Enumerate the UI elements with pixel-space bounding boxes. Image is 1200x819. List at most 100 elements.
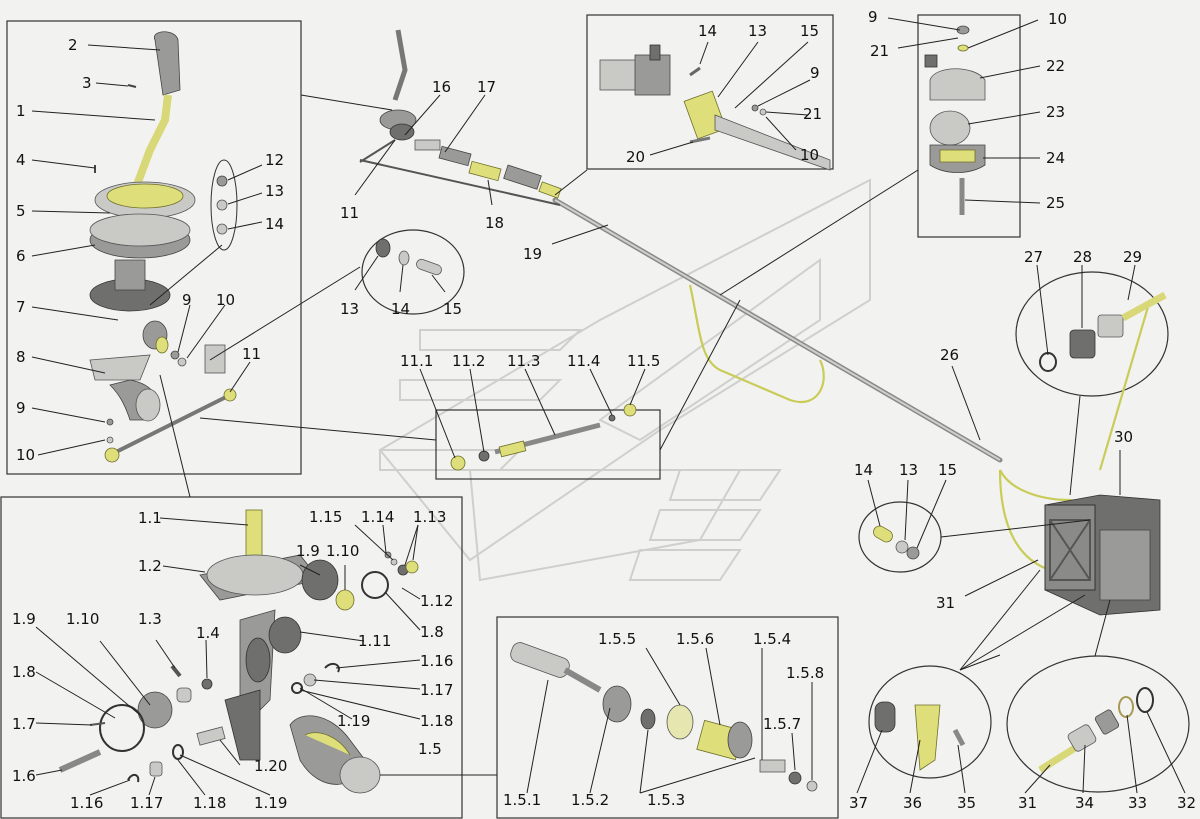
label-11-4: 11.4 (567, 352, 600, 370)
label-1-5-5: 1.5.5 (598, 630, 636, 648)
union-parts (1038, 687, 1154, 773)
label-11-2: 11.2 (452, 352, 485, 370)
label-14-ellipse: 14 (391, 300, 410, 318)
shift-assembly-top (359, 29, 562, 199)
label-27: 27 (1024, 248, 1043, 266)
label-11-1: 11.1 (400, 352, 433, 370)
label-1-10-left: 1.10 (66, 610, 99, 628)
label-22: 22 (1046, 57, 1065, 75)
fitting-ellipse (1015, 271, 1169, 397)
label-9-clamp: 9 (868, 8, 878, 26)
cable-joint-box (586, 14, 834, 170)
shift-lever-parts (89, 31, 238, 463)
label-31-lower: 31 (1018, 794, 1037, 812)
label-34: 34 (1075, 794, 1094, 812)
label-32: 32 (1177, 794, 1196, 812)
label-17: 17 (477, 78, 496, 96)
label-13-left: 13 (265, 182, 284, 200)
bushing-washer-pin-a (375, 238, 442, 276)
label-1-11: 1.11 (358, 632, 391, 650)
label-1-8-left: 1.8 (12, 663, 36, 681)
label-13-box: 13 (748, 22, 767, 40)
label-9-lower: 9 (16, 399, 26, 417)
label-1-2: 1.2 (138, 557, 162, 575)
background-watermark (378, 178, 871, 582)
label-1-5-2: 1.5.2 (571, 791, 609, 809)
bracket-parts (874, 701, 966, 771)
label-1-13: 1.13 (413, 508, 446, 526)
label-1-17-bottom: 1.17 (130, 794, 163, 812)
label-1-18-right: 1.18 (420, 712, 453, 730)
label-6: 6 (16, 247, 26, 265)
cable-joint-parts (599, 44, 831, 171)
label-1-9-left: 1.9 (12, 610, 36, 628)
label-19: 19 (523, 245, 542, 263)
label-10-upper: 10 (216, 291, 235, 309)
label-5: 5 (16, 202, 26, 220)
label-15-lower: 15 (938, 461, 957, 479)
small-parts-ellipse-b (858, 501, 942, 573)
label-1-5-1: 1.5.1 (503, 791, 541, 809)
label-13-lower: 13 (899, 461, 918, 479)
label-14-lower: 14 (854, 461, 873, 479)
label-1-16-bottom: 1.16 (70, 794, 103, 812)
rod-detail-box (435, 409, 661, 480)
label-10-box: 10 (800, 146, 819, 164)
label-18: 18 (485, 214, 504, 232)
label-16: 16 (432, 78, 451, 96)
label-1-19-right: 1.19 (337, 712, 370, 730)
label-1-14: 1.14 (361, 508, 394, 526)
label-1: 1 (16, 102, 26, 120)
label-8: 8 (16, 348, 26, 366)
label-4: 4 (16, 151, 26, 169)
label-1-12: 1.12 (420, 592, 453, 610)
label-1-19-bottom: 1.19 (254, 794, 287, 812)
label-28: 28 (1073, 248, 1092, 266)
label-1-9-right: 1.9 (296, 542, 320, 560)
label-21-clamp: 21 (870, 42, 889, 60)
hose-fitting-parts (1039, 291, 1167, 372)
union-ellipse (1006, 655, 1190, 793)
clamp-parts (924, 25, 986, 215)
label-7: 7 (16, 298, 26, 316)
label-1-5-6: 1.5.6 (676, 630, 714, 648)
label-12: 12 (265, 151, 284, 169)
label-11-top: 11 (340, 204, 359, 222)
label-3: 3 (82, 74, 92, 92)
label-9-upper: 9 (182, 291, 192, 309)
shift-lever-box (6, 20, 302, 475)
label-10-lower: 10 (16, 446, 35, 464)
label-1-15: 1.15 (309, 508, 342, 526)
label-1-5-4: 1.5.4 (753, 630, 791, 648)
label-14-left: 14 (265, 215, 284, 233)
label-14-box: 14 (698, 22, 717, 40)
label-2: 2 (68, 36, 78, 54)
lever-exploded-box (0, 496, 463, 819)
label-1-7: 1.7 (12, 715, 36, 733)
label-15-box: 15 (800, 22, 819, 40)
label-1-8-right: 1.8 (420, 623, 444, 641)
label-13-ellipse: 13 (340, 300, 359, 318)
gearbox-housing (1044, 494, 1161, 616)
label-1-4: 1.4 (196, 624, 220, 642)
label-36: 36 (903, 794, 922, 812)
label-1-16-right: 1.16 (420, 652, 453, 670)
leader-lines (31, 17, 1186, 796)
label-15-ellipse: 15 (443, 300, 462, 318)
bracket-ellipse (868, 665, 992, 779)
small-parts-ellipse-a (361, 229, 465, 315)
label-1-6: 1.6 (12, 767, 36, 785)
rod-detail-parts (450, 403, 637, 471)
label-1-5: 1.5 (418, 740, 442, 758)
label-20: 20 (626, 148, 645, 166)
label-29: 29 (1123, 248, 1142, 266)
label-35: 35 (957, 794, 976, 812)
label-11-5: 11.5 (627, 352, 660, 370)
main-control-cable (359, 159, 1003, 463)
lever-exploded-parts (58, 509, 419, 794)
label-26: 26 (940, 346, 959, 364)
bushing-exploded-box (496, 616, 839, 819)
label-1-5-8: 1.5.8 (786, 664, 824, 682)
label-10-clamp: 10 (1048, 10, 1067, 28)
